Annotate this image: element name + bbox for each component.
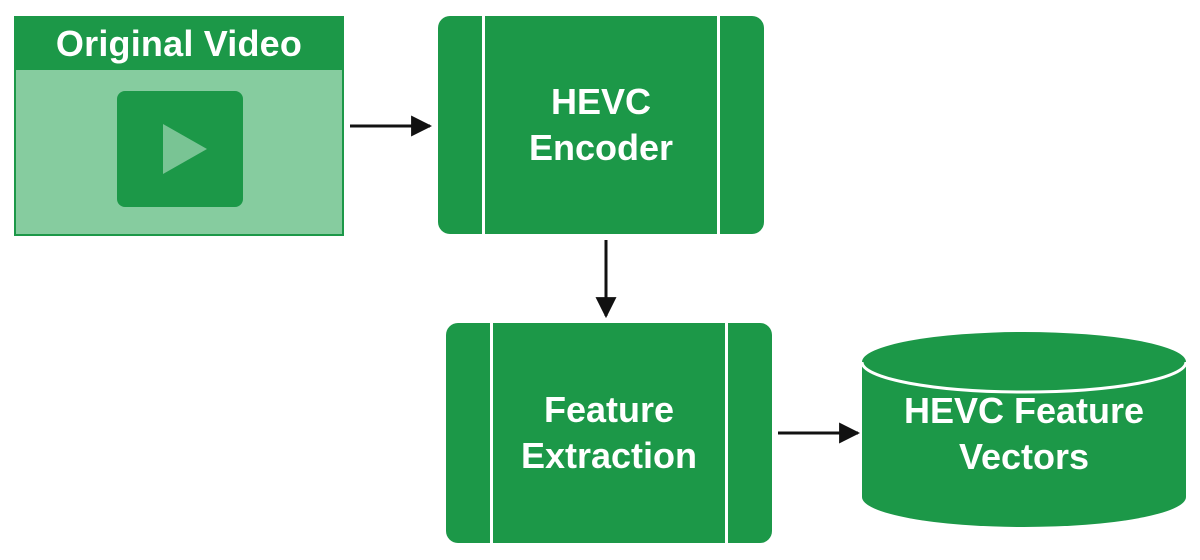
original-video-title: Original Video xyxy=(16,18,342,70)
cylinder-top xyxy=(862,332,1186,392)
play-icon xyxy=(163,124,207,174)
cylinder-body xyxy=(862,362,1186,527)
play-icon-box xyxy=(117,91,243,207)
feature-vectors-label-line1: HEVC Feature xyxy=(903,390,1145,431)
feature-vectors-database xyxy=(860,332,1188,527)
extraction-right-bar xyxy=(725,323,728,543)
feature-extraction-label-line2: Extraction xyxy=(520,435,698,476)
hevc-encoder-node: HEVC Encoder xyxy=(438,16,764,234)
encoder-left-bar xyxy=(482,16,485,234)
hevc-encoder-label-line1: HEVC xyxy=(550,81,652,122)
feature-extraction-label: Feature Extraction xyxy=(490,387,728,479)
cylinder-rim xyxy=(860,361,1188,394)
encoder-right-bar xyxy=(717,16,720,234)
feature-vectors-label: HEVC Feature Vectors xyxy=(862,388,1186,480)
feature-extraction-label-line1: Feature xyxy=(543,389,675,430)
feature-vectors-label-line2: Vectors xyxy=(958,436,1090,477)
feature-extraction-node: Feature Extraction xyxy=(446,323,772,543)
extraction-left-bar xyxy=(490,323,493,543)
original-video-node: Original Video xyxy=(14,16,344,236)
hevc-encoder-label: HEVC Encoder xyxy=(482,79,720,171)
hevc-encoder-label-line2: Encoder xyxy=(528,127,674,168)
